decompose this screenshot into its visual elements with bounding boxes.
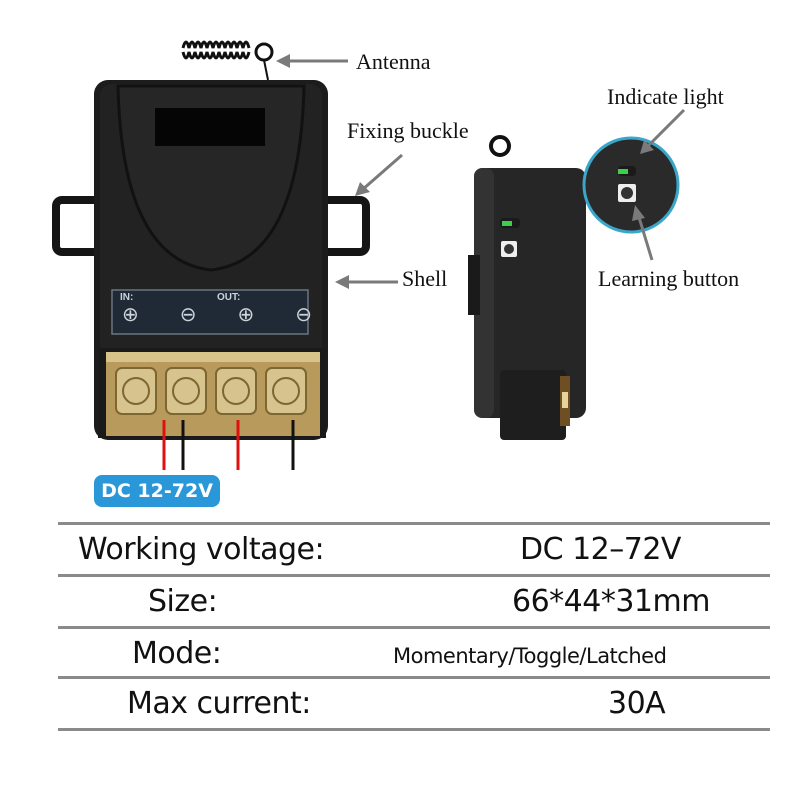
panel-in-label: IN: bbox=[120, 292, 134, 303]
spec-value-mode: Momentary/Toggle/Latched bbox=[393, 644, 667, 668]
spec-divider bbox=[58, 728, 770, 731]
antenna-icon bbox=[181, 40, 274, 81]
label-shell: Shell bbox=[402, 266, 448, 291]
right-buckle bbox=[318, 196, 370, 256]
spec-divider bbox=[58, 522, 770, 525]
spec-key-max-current: Max current: bbox=[127, 686, 311, 721]
label-learning-button: Learning button bbox=[598, 266, 740, 291]
label-antenna: Antenna bbox=[356, 49, 431, 74]
minus-terminal-icon: ⊖ bbox=[179, 304, 197, 326]
left-buckle bbox=[52, 196, 104, 256]
spec-value-working-voltage: DC 12–72V bbox=[520, 532, 681, 567]
label-fixing-buckle: Fixing buckle bbox=[347, 118, 469, 143]
terminal-symbols: ⊕ ⊖ ⊕ ⊖ bbox=[122, 302, 312, 327]
spec-key-working-voltage: Working voltage: bbox=[78, 532, 325, 567]
minus-terminal-icon: ⊖ bbox=[295, 304, 312, 326]
spec-value-size: 66*44*31mm bbox=[512, 584, 710, 619]
label-indicate-light: Indicate light bbox=[607, 84, 724, 109]
voltage-badge: DC 12-72V bbox=[94, 475, 220, 507]
spec-divider bbox=[58, 574, 770, 577]
plus-terminal-icon: ⊕ bbox=[122, 304, 139, 326]
spec-value-max-current: 30A bbox=[608, 686, 666, 721]
indicator-led bbox=[618, 169, 628, 174]
device-front-illustration bbox=[52, 40, 686, 470]
side-shell bbox=[474, 168, 586, 418]
spec-key-mode: Mode: bbox=[132, 636, 222, 671]
spec-key-size: Size: bbox=[148, 584, 218, 619]
spec-divider bbox=[58, 676, 770, 679]
plus-terminal-icon: ⊕ bbox=[237, 304, 255, 326]
spec-divider bbox=[58, 626, 770, 629]
panel-out-label: OUT: bbox=[217, 292, 241, 303]
